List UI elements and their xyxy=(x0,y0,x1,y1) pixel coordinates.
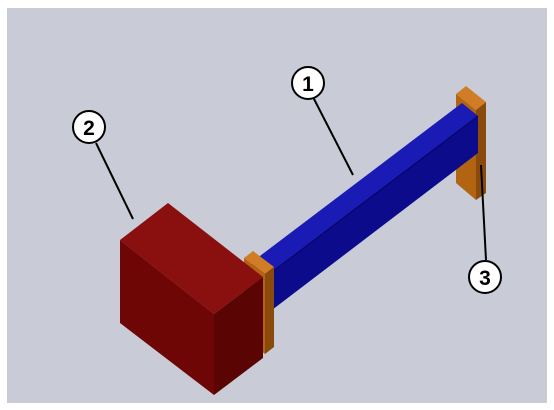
background-panel xyxy=(7,8,547,403)
block-side-face xyxy=(214,277,263,395)
callout-circle-2 xyxy=(72,110,106,144)
callout-label-2: 2 xyxy=(83,117,95,140)
beam-top-face xyxy=(252,103,478,275)
block-2[interactable] xyxy=(120,203,263,395)
block-plate-top xyxy=(244,251,274,274)
block-plate-face xyxy=(265,267,274,354)
block-top-face xyxy=(120,203,263,314)
block-front-face xyxy=(120,240,214,395)
leader-line-3 xyxy=(480,164,487,261)
callout-label-1: 1 xyxy=(302,73,314,96)
beam-edge-line xyxy=(267,115,479,276)
beam-front-face xyxy=(268,116,478,313)
callout-circle-1 xyxy=(291,66,325,100)
callout-balloon-1[interactable]: 1 xyxy=(291,66,325,100)
callout-balloon-3[interactable]: 3 xyxy=(468,260,502,294)
end-plate-top-face xyxy=(456,86,486,110)
callout-balloon-2[interactable]: 2 xyxy=(72,110,106,144)
callout-circle-3 xyxy=(468,260,502,294)
leader-line-2 xyxy=(95,142,134,220)
end-plate-front-face xyxy=(476,102,486,200)
leader-line-1 xyxy=(312,96,354,176)
callout-label-3: 3 xyxy=(479,267,491,290)
